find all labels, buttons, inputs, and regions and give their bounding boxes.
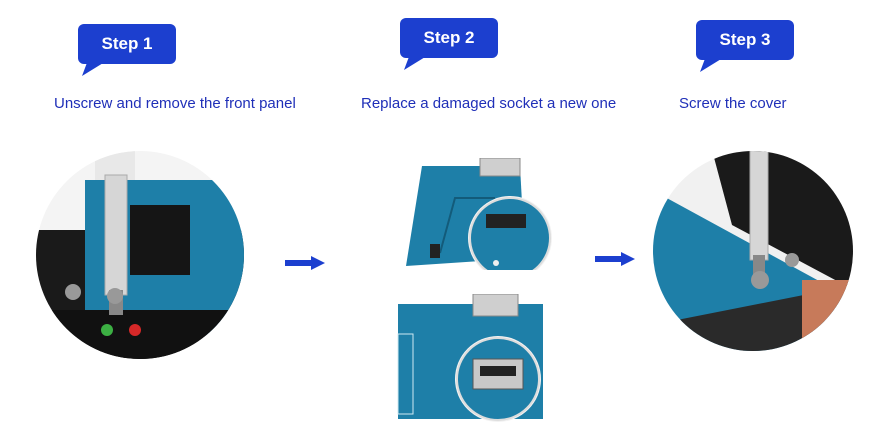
step-2-caption: Replace a damaged socket a new one	[361, 95, 617, 112]
step-3-badge: Step 3	[696, 20, 794, 72]
step-3-photo	[652, 150, 854, 352]
arrow-right-icon	[595, 252, 635, 271]
step-1-caption: Unscrew and remove the front panel	[54, 95, 296, 112]
step-1-photo	[35, 150, 245, 360]
step-2-label: Step 2	[423, 28, 475, 47]
arrow-right-icon	[285, 256, 325, 275]
step-2-board-photo-bottom	[388, 293, 553, 424]
step-3-caption: Screw the cover	[679, 95, 787, 112]
step-1-badge: Step 1	[78, 24, 176, 76]
step-2-badge: Step 2	[400, 18, 498, 70]
step-1-label: Step 1	[101, 34, 153, 53]
step-3-label: Step 3	[719, 30, 771, 49]
step-2-board-photo-top	[400, 157, 555, 280]
